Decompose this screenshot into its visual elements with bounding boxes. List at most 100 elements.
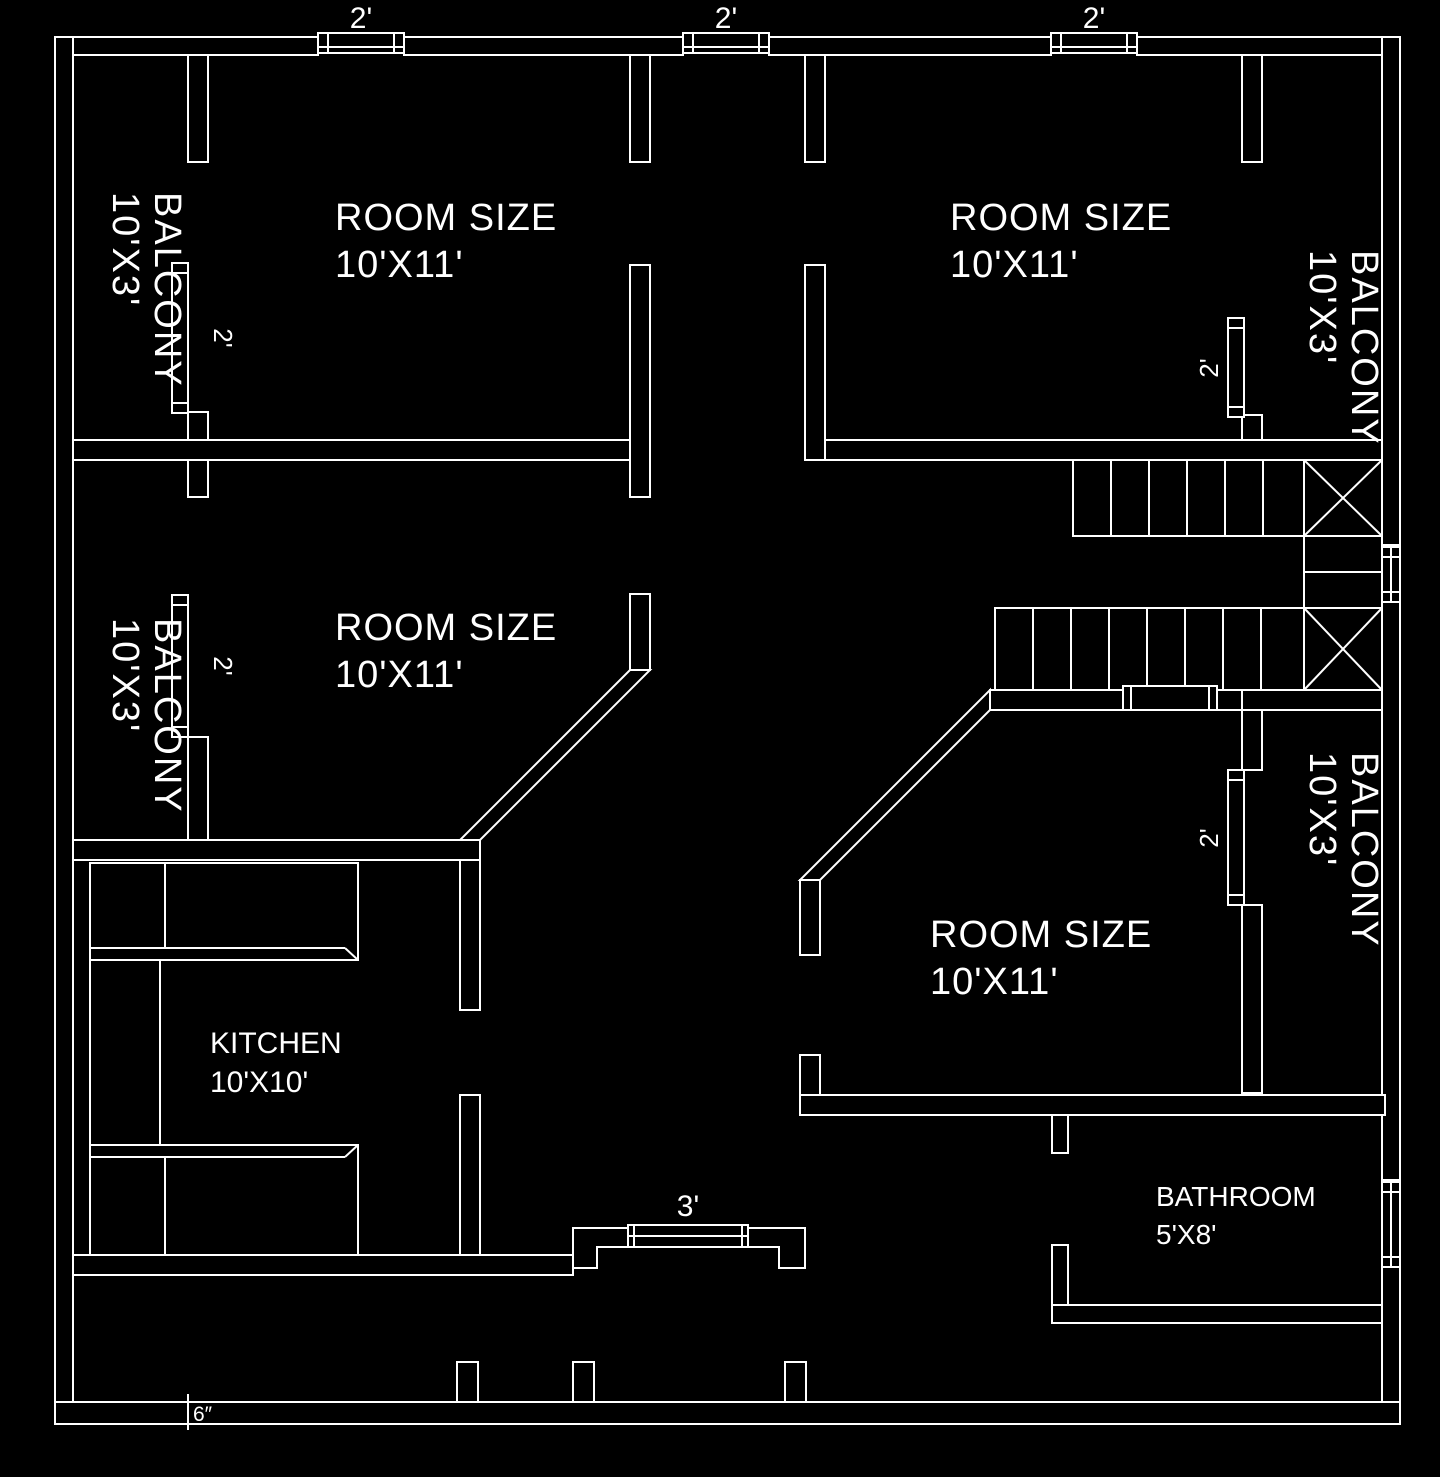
- wall-left: [54, 36, 74, 1425]
- wall-balcony-tl: [187, 411, 209, 441]
- dim-entrance: 3': [677, 1190, 699, 1223]
- outer-walls: [54, 36, 1401, 1425]
- dim-window-top-left: 2': [350, 2, 372, 35]
- balcony-door-mid-left: [171, 594, 189, 738]
- window-frame: [1050, 32, 1138, 54]
- room-bottom-right-label: ROOM SIZE: [930, 914, 1152, 956]
- labels: ROOM SIZE 10'X11' ROOM SIZE 10'X11' ROOM…: [104, 2, 1385, 1426]
- door-panel: [1227, 769, 1245, 906]
- room-mid-left-size: 10'X11': [335, 654, 464, 696]
- balcony-top-right-label: BALCONY: [1343, 250, 1385, 446]
- room-top-right-size: 10'X11': [950, 244, 1079, 286]
- counter-bottom: [89, 1144, 359, 1256]
- counter-bevel: [344, 1144, 359, 1158]
- wall-right: [1381, 36, 1401, 546]
- wall-band-left: [72, 439, 649, 461]
- staircase: [994, 459, 1383, 711]
- wall-top: [768, 36, 1052, 56]
- wall-balcony-br: [1241, 904, 1263, 1094]
- balcony-top-left-size: 10'X3': [104, 192, 146, 307]
- window-top-left: [317, 32, 405, 54]
- stair-landing: [1303, 571, 1383, 609]
- wall-bathroom-left: [1051, 1244, 1069, 1306]
- wall-balcony-br: [1241, 709, 1263, 771]
- balcony-bottom-right-label: BALCONY: [1343, 752, 1385, 948]
- wall-bottom: [54, 1401, 1401, 1425]
- wall-room-br-left: [799, 1054, 821, 1096]
- wall-balcony-tr: [1241, 54, 1263, 163]
- window-frame: [682, 32, 770, 54]
- wall-band-right: [804, 439, 1383, 461]
- bathroom-label: BATHROOM: [1156, 1181, 1316, 1212]
- stair-cross-diagonal: [1303, 459, 1383, 537]
- entrance-bracket-left: [572, 1227, 629, 1269]
- window-bathroom: [1381, 1181, 1401, 1268]
- kitchen-label: KITCHEN: [210, 1027, 342, 1060]
- wall-chamfer-left: [457, 669, 653, 841]
- kitchen-counter: [89, 862, 359, 1256]
- balcony-mid-left-label: BALCONY: [146, 618, 188, 814]
- balcony-door-top-left: [171, 262, 189, 414]
- wall-balcony-ml: [187, 459, 209, 498]
- room-bottom-right-size: 10'X11': [930, 961, 1059, 1003]
- porch-pier: [572, 1361, 595, 1403]
- wall-room-tr-left: [804, 264, 826, 461]
- room-mid-left-label: ROOM SIZE: [335, 607, 557, 649]
- counter-left: [89, 959, 161, 1146]
- wall-top: [1136, 36, 1401, 56]
- wall-room-tr-left: [804, 54, 826, 163]
- bathroom-size: 5'X8': [1156, 1219, 1217, 1250]
- door-panel: [171, 594, 189, 738]
- door-panel: [1227, 317, 1245, 418]
- window-top-right: [1050, 32, 1138, 54]
- wall-chamfer-right: [797, 687, 991, 881]
- wall-balcony-ml: [187, 736, 209, 841]
- stair-landing: [1303, 535, 1383, 573]
- wall-room-ml-right: [629, 593, 651, 671]
- window-top-center: [682, 32, 770, 54]
- room-top-left-label: ROOM SIZE: [335, 197, 557, 239]
- dim-door-top-right: 2': [1194, 358, 1224, 377]
- room-top-right-label: ROOM SIZE: [950, 197, 1172, 239]
- balcony-door-bottom-right: [1227, 769, 1245, 906]
- room-top-left-size: 10'X11': [335, 244, 464, 286]
- wall-bathroom-left: [1051, 1114, 1069, 1154]
- dim-window-top-right: 2': [1083, 2, 1105, 35]
- entrance-door: [572, 1224, 806, 1269]
- wall-balcony-tr: [1241, 414, 1263, 441]
- balcony-top-left-label: BALCONY: [146, 192, 188, 388]
- door-panel: [171, 262, 189, 414]
- wall-top: [403, 36, 684, 56]
- window-stair-right: [1381, 546, 1401, 603]
- dim-door-top-left: 2': [208, 328, 238, 347]
- counter-bevel: [344, 947, 359, 961]
- porch-pier: [784, 1361, 807, 1403]
- wall-bathroom-bottom: [1051, 1304, 1383, 1324]
- wall-room-br-left: [799, 879, 821, 956]
- window-frame: [317, 32, 405, 54]
- balcony-mid-left-size: 10'X3': [104, 618, 146, 733]
- stair-cross-diagonal: [1303, 607, 1383, 691]
- wall-kitchen-right: [459, 859, 481, 1011]
- landing-door: [1122, 685, 1218, 711]
- balcony-door-top-right: [1227, 317, 1245, 418]
- balcony-top-right-size: 10'X3': [1301, 250, 1343, 365]
- wall-top: [54, 36, 319, 56]
- wall-room-tl-right: [629, 54, 651, 163]
- wall-room-br-bottom: [799, 1094, 1386, 1116]
- dim-wall-marker: 6″: [193, 1403, 213, 1426]
- wall-balcony-ml-bottom: [72, 839, 481, 861]
- stair-flight-upper: [1072, 459, 1305, 537]
- wall-kitchen-right: [459, 1094, 481, 1256]
- dim-door-bottom-right: 2': [1194, 828, 1224, 847]
- wall-kitchen-bottom: [72, 1254, 574, 1276]
- entrance-bracket-right: [747, 1227, 806, 1269]
- dim-window-top-center: 2': [715, 2, 737, 35]
- stair-landing-cross: [1303, 607, 1383, 691]
- wall-right: [1381, 1266, 1401, 1425]
- balcony-bottom-right-size: 10'X3': [1301, 752, 1343, 867]
- wall-balcony-br-top: [1241, 689, 1383, 711]
- stair-flight-lower: [994, 607, 1305, 691]
